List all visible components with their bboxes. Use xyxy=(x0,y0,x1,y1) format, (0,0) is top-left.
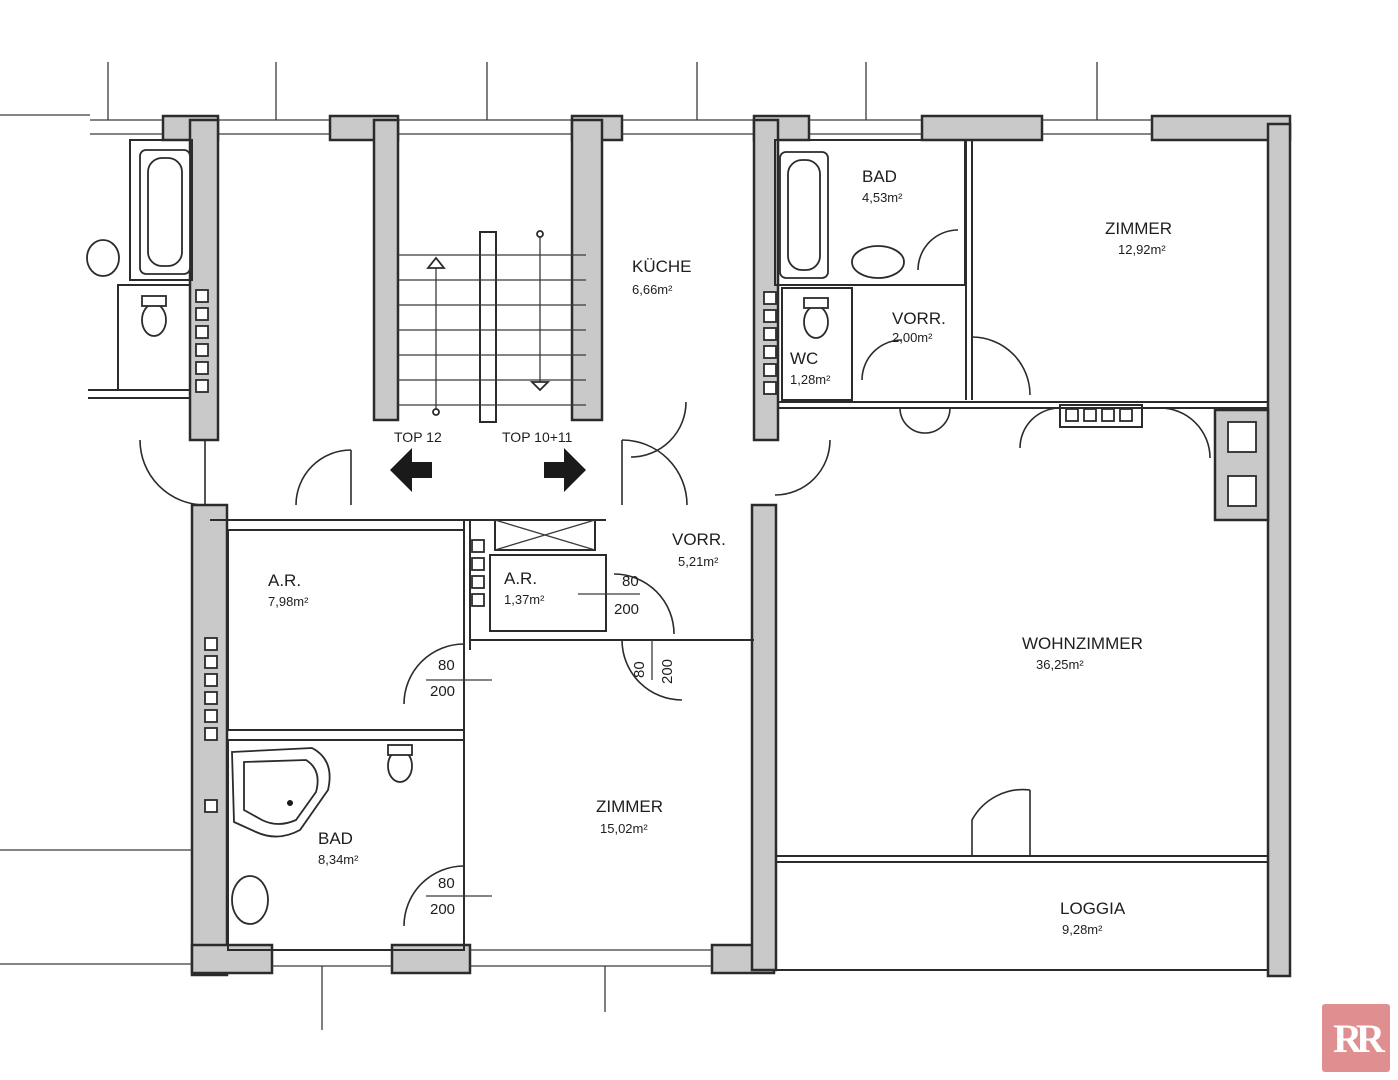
room-name-wohnzimmer: WOHNZIMMER xyxy=(1022,634,1143,653)
chimney-blocks xyxy=(195,289,1270,813)
room-area-ar-small: 1,37m² xyxy=(504,592,545,607)
door-dim-height: 200 xyxy=(430,683,455,700)
staircase xyxy=(390,230,586,492)
door-dimensions: 80 200 80 200 80 200 80 200 xyxy=(430,573,676,918)
room-area-bad-bot: 8,34m² xyxy=(318,852,359,867)
room-area-zimmer-bot: 15,02m² xyxy=(600,821,648,836)
stair-label-top12: TOP 12 xyxy=(394,429,442,445)
room-area-wc: 1,28m² xyxy=(790,372,831,387)
room-name-ar-large: A.R. xyxy=(268,571,301,590)
door-dim-width: 80 xyxy=(438,657,455,674)
room-name-vorr-small: VORR. xyxy=(892,309,946,328)
room-area-loggia: 9,28m² xyxy=(1062,922,1103,937)
door-dim-width: 80 xyxy=(438,875,455,892)
room-area-kueche: 6,66m² xyxy=(632,282,673,297)
door-dim-width: 80 xyxy=(622,573,639,590)
room-name-bad-top: BAD xyxy=(862,167,897,186)
room-area-vorr-main: 5,21m² xyxy=(678,554,719,569)
room-area-vorr-small: 2,00m² xyxy=(892,330,933,345)
door-dim-height: 200 xyxy=(659,659,676,684)
room-name-wc: WC xyxy=(790,349,818,368)
room-name-zimmer-bot: ZIMMER xyxy=(596,797,663,816)
door-dim-height: 200 xyxy=(430,901,455,918)
door-dim-width: 80 xyxy=(631,661,648,678)
room-area-zimmer-top: 12,92m² xyxy=(1118,242,1166,257)
room-labels: BAD 4,53m² ZIMMER 12,92m² KÜCHE 6,66m² V… xyxy=(268,167,1172,937)
door-dim-height: 200 xyxy=(614,601,639,618)
arrow-right-icon xyxy=(544,448,586,492)
room-name-ar-small: A.R. xyxy=(504,569,537,588)
arrow-left-icon xyxy=(390,448,432,492)
walls xyxy=(0,62,1292,1030)
room-name-loggia: LOGGIA xyxy=(1060,899,1126,918)
room-name-bad-bot: BAD xyxy=(318,829,353,848)
room-area-wohnzimmer: 36,25m² xyxy=(1036,657,1084,672)
sanitary-fixtures xyxy=(86,149,905,925)
door-swings xyxy=(139,229,1211,927)
brand-logo: RR xyxy=(1322,1004,1390,1072)
stair-label-top10-11: TOP 10+11 xyxy=(502,429,573,445)
room-name-kueche: KÜCHE xyxy=(632,257,692,276)
room-area-bad-top: 4,53m² xyxy=(862,190,903,205)
room-name-zimmer-top: ZIMMER xyxy=(1105,219,1172,238)
room-area-ar-large: 7,98m² xyxy=(268,594,309,609)
logo-text: RR xyxy=(1333,1015,1385,1061)
room-name-vorr-main: VORR. xyxy=(672,530,726,549)
